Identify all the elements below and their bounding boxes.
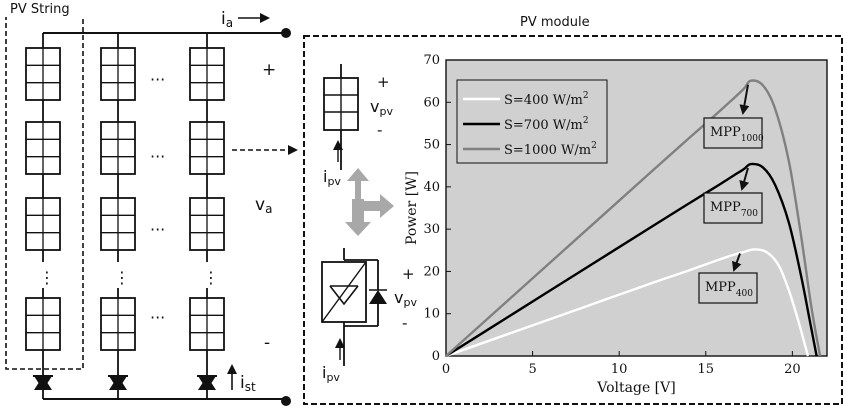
series-line-2 xyxy=(445,162,818,358)
y-tick-label: 20 xyxy=(423,264,440,279)
positive-terminal xyxy=(281,28,291,38)
mpp-annotation-400: MPP400 xyxy=(698,253,758,304)
column-dots-3: ··· xyxy=(150,220,165,239)
y-tick-label: 70 xyxy=(423,53,440,68)
pv-string-label-bg xyxy=(3,0,85,17)
pv-module-label: PV module xyxy=(520,15,590,30)
mpp-annotation-700: MPP700 xyxy=(703,167,763,224)
legend-entry: S=1000 W/m2 xyxy=(504,141,597,158)
y-tick-label: 50 xyxy=(423,138,440,153)
mpp-label: MPP1000 xyxy=(710,125,764,144)
legend-entry: S=400 W/m2 xyxy=(504,91,589,108)
y-axis-label: Power [W] xyxy=(404,171,420,245)
pv-panel xyxy=(25,121,61,175)
y-tick-label: 30 xyxy=(423,222,440,237)
pv-panel xyxy=(25,197,61,251)
mpp-label: MPP700 xyxy=(710,200,758,219)
series-line-3 xyxy=(445,79,822,357)
x-tick-label: 10 xyxy=(611,362,628,377)
x-tick-label: 15 xyxy=(697,362,714,377)
negative-sign: - xyxy=(264,333,270,353)
x-tick-label: 20 xyxy=(784,362,801,377)
module-voltage-label: vpv xyxy=(370,97,393,118)
circuit-voltage-label: vpv xyxy=(394,288,417,309)
mpp-arrow xyxy=(739,167,750,191)
column-dots-1: ··· xyxy=(150,70,165,89)
pv-panel xyxy=(100,47,136,101)
mpp-arrow xyxy=(739,84,750,115)
pv-string-2: ⋮ xyxy=(100,33,136,399)
pv-strings: ⋮ ⋮ ⋮ xyxy=(25,33,225,399)
vertical-dots: ⋮ xyxy=(114,268,130,287)
circuit-plus: + xyxy=(402,265,415,283)
pv-panel xyxy=(25,297,61,351)
y-tick-label: 10 xyxy=(423,307,440,322)
pv-module-box xyxy=(303,35,843,405)
array-voltage-label: va xyxy=(255,195,272,216)
pv-panel xyxy=(100,121,136,175)
pv-string-3: ⋮ xyxy=(189,33,225,399)
string-current-label: ist xyxy=(240,373,256,394)
module-plus: + xyxy=(377,73,390,91)
pv-panel xyxy=(100,197,136,251)
y-tick-label: 40 xyxy=(423,180,440,195)
pv-panel xyxy=(189,297,225,351)
series-line-1 xyxy=(445,248,810,358)
column-dots-2: ··· xyxy=(150,147,165,166)
blocking-diode xyxy=(108,375,128,390)
x-tick-label: 0 xyxy=(442,362,450,377)
array-current-label: ia xyxy=(221,9,233,30)
y-tick-label: 0 xyxy=(432,349,440,364)
pv-panel xyxy=(25,47,61,101)
negative-terminal xyxy=(281,396,291,406)
column-dots-4: ··· xyxy=(150,308,165,327)
legend: S=400 W/m2S=700 W/m2S=1000 W/m2 xyxy=(456,79,608,164)
pv-panel xyxy=(189,197,225,251)
mpp-annotation-1000: MPP1000 xyxy=(703,84,764,149)
module-minus: - xyxy=(377,121,382,139)
x-axis-label: Voltage [V] xyxy=(596,380,675,396)
equivalent-circuit xyxy=(321,248,387,366)
pv-string-label: PV String xyxy=(10,2,70,17)
module-symbol xyxy=(323,64,359,170)
module-current-label: ipv xyxy=(323,167,341,188)
pv-string-1: ⋮ xyxy=(25,33,61,399)
pv-panel xyxy=(100,297,136,351)
pv-panel xyxy=(189,47,225,101)
mpp-label: MPP400 xyxy=(705,280,753,299)
mpp-arrow xyxy=(732,253,742,272)
positive-sign: + xyxy=(262,60,276,80)
y-tick-label: 60 xyxy=(423,95,440,110)
pv-panel xyxy=(189,121,225,175)
legend-entry: S=700 W/m2 xyxy=(504,116,589,133)
pv-string-box xyxy=(5,15,84,370)
vertical-dots: ⋮ xyxy=(203,268,219,287)
x-tick-label: 5 xyxy=(528,362,536,377)
vertical-dots: ⋮ xyxy=(39,268,55,287)
circuit-current-label: ipv xyxy=(322,363,340,384)
blocking-diode xyxy=(33,375,53,390)
equivalence-arrow xyxy=(345,168,394,236)
blocking-diode xyxy=(197,375,217,390)
circuit-minus: - xyxy=(402,314,407,332)
